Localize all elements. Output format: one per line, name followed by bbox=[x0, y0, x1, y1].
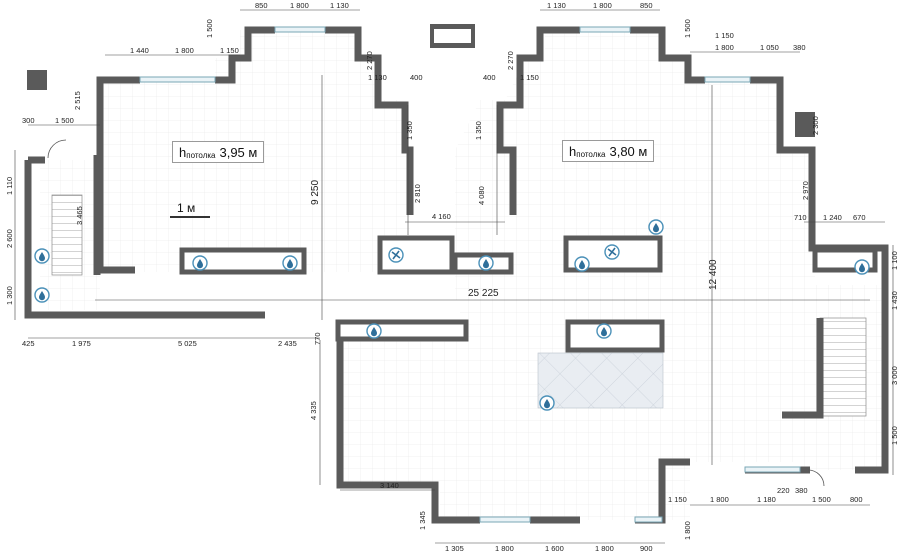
svg-text:2 300: 2 300 bbox=[811, 116, 820, 135]
svg-text:1 150: 1 150 bbox=[668, 495, 687, 504]
svg-text:850: 850 bbox=[640, 1, 653, 10]
stairs-right bbox=[819, 317, 867, 417]
svg-text:1 500: 1 500 bbox=[205, 19, 214, 38]
svg-text:670: 670 bbox=[853, 213, 866, 222]
svg-text:1 130: 1 130 bbox=[368, 73, 387, 82]
svg-text:1 440: 1 440 bbox=[130, 46, 149, 55]
water-icon bbox=[596, 323, 612, 339]
windows bbox=[139, 26, 801, 523]
svg-text:3 140: 3 140 bbox=[380, 481, 399, 490]
svg-text:1 300: 1 300 bbox=[5, 286, 14, 305]
doors bbox=[47, 139, 825, 487]
svg-text:1 500: 1 500 bbox=[55, 116, 74, 125]
svg-text:220: 220 bbox=[777, 486, 790, 495]
svg-text:1 800: 1 800 bbox=[715, 43, 734, 52]
svg-text:380: 380 bbox=[793, 43, 806, 52]
svg-text:1 800: 1 800 bbox=[495, 544, 514, 553]
svg-text:1 800: 1 800 bbox=[595, 544, 614, 553]
svg-text:425: 425 bbox=[22, 339, 35, 348]
water-icon bbox=[854, 259, 870, 275]
svg-text:2 435: 2 435 bbox=[278, 339, 297, 348]
svg-text:1 430: 1 430 bbox=[890, 291, 899, 310]
stairs-left bbox=[51, 194, 83, 276]
ceiling-h-subscript: потолка bbox=[576, 149, 606, 159]
svg-text:1 800: 1 800 bbox=[175, 46, 194, 55]
water-icons bbox=[34, 219, 870, 411]
svg-text:2 270: 2 270 bbox=[365, 51, 374, 70]
svg-text:1 350: 1 350 bbox=[405, 121, 414, 140]
svg-text:1 500: 1 500 bbox=[812, 495, 831, 504]
scale-label: 1 м bbox=[177, 201, 196, 215]
svg-text:4 080: 4 080 bbox=[477, 186, 486, 205]
water-icon bbox=[192, 255, 208, 271]
svg-text:800: 800 bbox=[850, 495, 863, 504]
water-icon bbox=[539, 395, 555, 411]
svg-text:300: 300 bbox=[22, 116, 35, 125]
ceiling-h-symbol: h bbox=[569, 143, 577, 159]
svg-text:1 150: 1 150 bbox=[715, 31, 734, 40]
water-icon bbox=[648, 219, 664, 235]
svg-text:1 305: 1 305 bbox=[445, 544, 464, 553]
svg-text:9 250: 9 250 bbox=[310, 180, 321, 205]
svg-text:1 600: 1 600 bbox=[545, 544, 564, 553]
svg-text:3 465: 3 465 bbox=[75, 206, 84, 225]
svg-text:2 600: 2 600 bbox=[5, 229, 14, 248]
water-icon bbox=[282, 255, 298, 271]
svg-text:1 500: 1 500 bbox=[890, 426, 899, 445]
svg-text:25 225: 25 225 bbox=[468, 288, 499, 299]
ceiling-h-symbol: h bbox=[179, 144, 187, 160]
svg-text:380: 380 bbox=[795, 486, 808, 495]
svg-text:5 025: 5 025 bbox=[178, 339, 197, 348]
svg-text:1 130: 1 130 bbox=[547, 1, 566, 10]
svg-text:1 050: 1 050 bbox=[760, 43, 779, 52]
svg-text:1 180: 1 180 bbox=[757, 495, 776, 504]
fan-icon bbox=[388, 247, 404, 263]
water-icon bbox=[366, 323, 382, 339]
svg-text:1 800: 1 800 bbox=[593, 1, 612, 10]
svg-text:2 810: 2 810 bbox=[413, 184, 422, 203]
svg-text:2 270: 2 270 bbox=[506, 51, 515, 70]
svg-text:1 800: 1 800 bbox=[290, 1, 309, 10]
dimension-lines bbox=[14, 9, 894, 544]
svg-text:1 800: 1 800 bbox=[710, 495, 729, 504]
svg-text:1 110: 1 110 bbox=[5, 177, 14, 195]
svg-text:4 335: 4 335 bbox=[309, 401, 318, 420]
svg-text:3 000: 3 000 bbox=[890, 366, 899, 385]
ventilation-icons bbox=[388, 244, 620, 263]
svg-text:1 100: 1 100 bbox=[890, 251, 899, 270]
svg-text:710: 710 bbox=[794, 213, 807, 222]
ceiling-height-label-right: h потолка 3,80 м bbox=[562, 140, 655, 162]
svg-text:1 345: 1 345 bbox=[418, 511, 427, 530]
water-icon bbox=[34, 287, 50, 303]
svg-text:1 350: 1 350 bbox=[474, 121, 483, 140]
svg-text:400: 400 bbox=[410, 73, 423, 82]
water-icon bbox=[34, 248, 50, 264]
svg-text:1 130: 1 130 bbox=[330, 1, 349, 10]
tiled-area bbox=[537, 352, 664, 409]
svg-text:1 975: 1 975 bbox=[72, 339, 91, 348]
fan-icon bbox=[604, 244, 620, 260]
water-icon bbox=[478, 255, 494, 271]
svg-text:1 500: 1 500 bbox=[683, 19, 692, 38]
dimension-texts: 850 1 800 1 130 1 500 1 440 1 800 1 150 … bbox=[5, 1, 899, 553]
svg-text:770: 770 bbox=[313, 332, 322, 345]
svg-text:12 400: 12 400 bbox=[708, 259, 719, 290]
ceiling-height-label-left: h потолка 3,95 м bbox=[172, 141, 265, 163]
water-icon bbox=[574, 256, 590, 272]
svg-text:1 150: 1 150 bbox=[220, 46, 239, 55]
ceiling-height-value: 3,95 м bbox=[219, 144, 258, 160]
svg-text:1 800: 1 800 bbox=[683, 521, 692, 540]
svg-text:2 970: 2 970 bbox=[801, 181, 810, 200]
floor-grid bbox=[40, 30, 885, 520]
svg-text:400: 400 bbox=[483, 73, 496, 82]
svg-text:1 240: 1 240 bbox=[823, 213, 842, 222]
svg-text:4 160: 4 160 bbox=[432, 212, 451, 221]
svg-text:850: 850 bbox=[255, 1, 268, 10]
ceiling-h-subscript: потолка bbox=[186, 150, 216, 160]
ceiling-height-value: 3,80 м bbox=[609, 143, 648, 159]
svg-text:1 150: 1 150 bbox=[520, 73, 539, 82]
svg-text:2 515: 2 515 bbox=[73, 91, 82, 110]
svg-text:900: 900 bbox=[640, 544, 653, 553]
